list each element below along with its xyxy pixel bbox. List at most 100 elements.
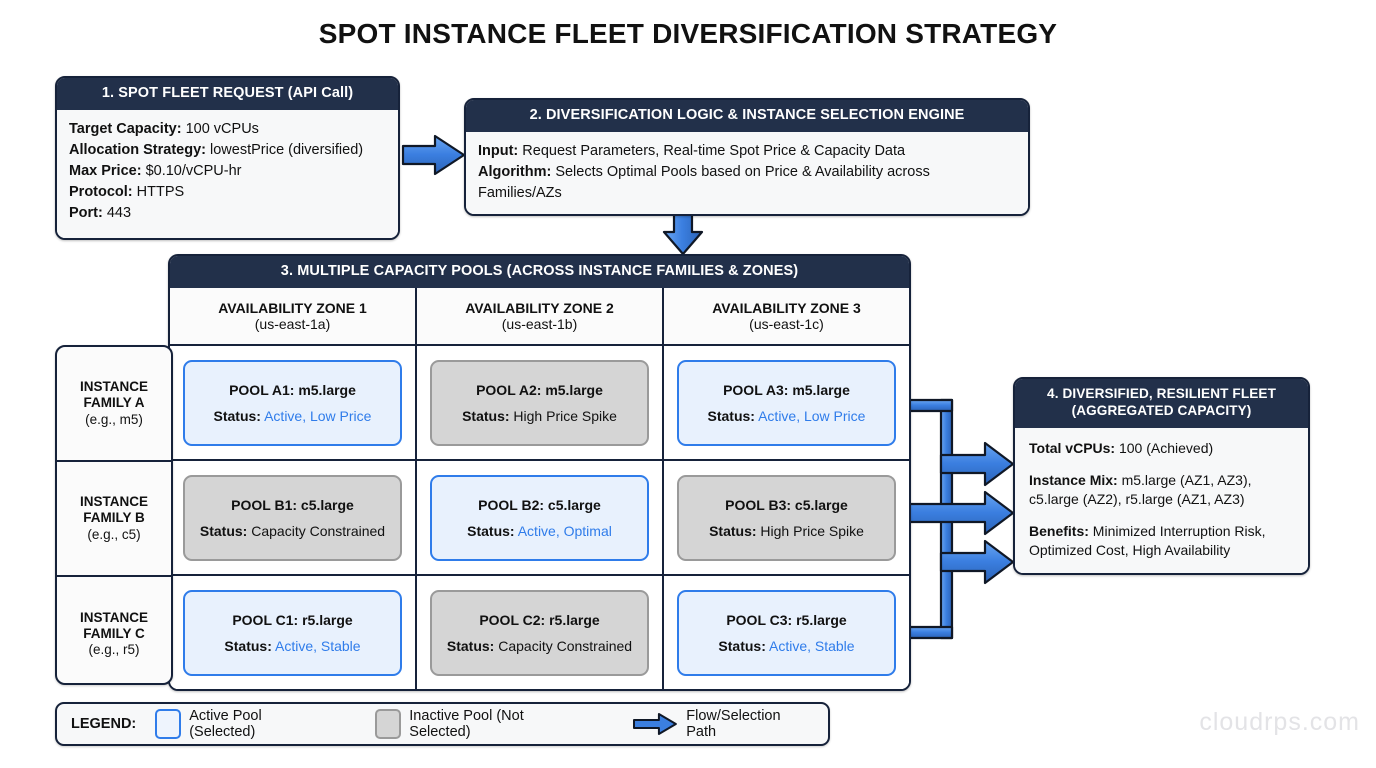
family-example: (e.g., r5) (88, 642, 140, 658)
pool-status: Status: Active, Stable (718, 638, 854, 654)
az-region: (us-east-1b) (501, 316, 578, 333)
diversified-fleet-header: 4. DIVERSIFIED, RESILIENT FLEET (AGGREGA… (1015, 379, 1308, 428)
status-value: High Price Spike (756, 522, 864, 539)
pool-cell: POOL B3: c5.large Status: High Price Spi… (664, 461, 909, 577)
status-label: Status: (467, 522, 515, 539)
family-line1: INSTANCE (79, 494, 148, 510)
capacity-pools-grid: AVAILABILITY ZONE 1 (us-east-1a) POOL A1… (170, 288, 909, 690)
row-value: Minimized Interruption Risk, Optimized C… (1029, 522, 1266, 558)
pool-cell: POOL C3: r5.large Status: Active, Stable (664, 576, 909, 690)
status-label: Status: (199, 522, 248, 539)
engine-row: Algorithm: Selects Optimal Pools based o… (478, 162, 1016, 204)
row-value: 100 vCPUs (181, 121, 259, 138)
availability-zone-column-2: AVAILABILITY ZONE 2 (us-east-1b) POOL A2… (415, 288, 662, 690)
pool-c1[interactable]: POOL C1: r5.large Status: Active, Stable (183, 589, 402, 676)
request-row: Port: 443 (69, 203, 386, 224)
status-value: Active, Optimal (514, 522, 612, 539)
request-row: Protocol: HTTPS (69, 182, 386, 203)
status-value: Active, Low Price (260, 407, 372, 424)
diversification-engine-header: 2. DIVERSIFICATION LOGIC & INSTANCE SELE… (466, 100, 1028, 133)
pool-status: Status: High Price Spike (462, 408, 617, 424)
pool-name: POOL B3: c5.large (725, 496, 848, 513)
page-title: SPOT INSTANCE FLEET DIVERSIFICATION STRA… (318, 18, 1058, 49)
diversified-fleet-body: Total vCPUs: 100 (Achieved) Instance Mix… (1015, 427, 1308, 574)
request-row: Allocation Strategy: lowestPrice (divers… (69, 140, 386, 161)
legend-flow-label: Flow/Selection Path (686, 708, 781, 740)
instance-family-a: INSTANCE FAMILY A (e.g., m5) (57, 347, 171, 462)
pool-name: POOL A3: m5.large (723, 381, 850, 398)
status-label: Status: (213, 407, 261, 424)
fleet-header-line2: (AGGREGATED CAPACITY) (1071, 402, 1252, 418)
pool-b2[interactable]: POOL B2: c5.large Status: Active, Optima… (430, 474, 649, 561)
status-value: High Price Spike (509, 407, 617, 424)
pool-cell: POOL A3: m5.large Status: Active, Low Pr… (664, 346, 909, 462)
inactive-pool-swatch-icon (375, 709, 402, 739)
fleet-row: Total vCPUs: 100 (Achieved) (1029, 439, 1294, 458)
pool-name: POOL B1: c5.large (231, 496, 354, 513)
flow-arrow-icon (633, 713, 678, 735)
diversification-engine-body: Input: Request Parameters, Real-time Spo… (466, 132, 1028, 215)
pool-cell: POOL A1: m5.large Status: Active, Low Pr… (170, 346, 415, 462)
family-example: (e.g., c5) (87, 526, 141, 542)
row-label: Protocol: (69, 184, 133, 201)
row-label: Total vCPUs: (1029, 439, 1116, 456)
family-line2: FAMILY A (83, 395, 145, 411)
family-example: (e.g., m5) (85, 411, 143, 427)
family-line2: FAMILY B (83, 510, 145, 526)
status-label: Status: (446, 637, 495, 654)
arrow-pools-to-fleet (896, 398, 1015, 640)
status-label: Status: (707, 407, 755, 424)
row-label: Instance Mix: (1029, 471, 1118, 488)
pool-cell: POOL C1: r5.large Status: Active, Stable (170, 576, 415, 690)
legend: LEGEND: Active Pool (Selected) Inactive … (55, 702, 830, 746)
legend-flow-path: Flow/Selection Path (632, 708, 814, 740)
status-value: Capacity Constrained (494, 637, 633, 654)
pool-c2[interactable]: POOL C2: r5.large Status: Capacity Const… (430, 589, 649, 676)
az-region: (us-east-1a) (254, 316, 331, 333)
row-value: HTTPS (132, 184, 185, 201)
row-value: 100 (Achieved) (1115, 439, 1214, 456)
az-name: AVAILABILITY ZONE 2 (465, 299, 614, 316)
legend-active-label: Active Pool (Selected) (189, 708, 262, 740)
pool-cell: POOL C2: r5.large Status: Capacity Const… (417, 576, 662, 690)
status-value: Active, Low Price (754, 407, 866, 424)
az-name: AVAILABILITY ZONE 3 (712, 299, 861, 316)
pool-status: Status: Capacity Constrained (447, 638, 632, 654)
pool-cell: POOL B1: c5.large Status: Capacity Const… (170, 461, 415, 577)
spot-fleet-request-header: 1. SPOT FLEET REQUEST (API Call) (57, 78, 398, 111)
row-label: Target Capacity: (69, 121, 182, 138)
row-label: Benefits: (1029, 522, 1089, 539)
engine-row: Input: Request Parameters, Real-time Spo… (478, 141, 1016, 162)
pool-status: Status: Active, Low Price (214, 408, 372, 424)
pool-a2[interactable]: POOL A2: m5.large Status: High Price Spi… (430, 359, 649, 446)
row-value: $0.10/vCPU-hr (141, 163, 242, 180)
row-value: Request Parameters, Real-time Spot Price… (518, 143, 906, 160)
row-label: Algorithm: (478, 164, 552, 181)
row-label: Input: (478, 143, 519, 160)
family-line1: INSTANCE (79, 609, 148, 625)
pool-name: POOL C3: r5.large (726, 611, 847, 628)
pool-name: POOL A2: m5.large (476, 381, 603, 398)
pool-c3[interactable]: POOL C3: r5.large Status: Active, Stable (677, 589, 896, 676)
status-label: Status: (224, 637, 272, 654)
pool-cell: POOL A2: m5.large Status: High Price Spi… (417, 346, 662, 462)
availability-zone-column-3: AVAILABILITY ZONE 3 (us-east-1c) POOL A3… (662, 288, 909, 690)
spot-fleet-request-body: Target Capacity: 100 vCPUs Allocation St… (57, 110, 398, 239)
pool-b3[interactable]: POOL B3: c5.large Status: High Price Spi… (677, 474, 896, 561)
pool-a1[interactable]: POOL A1: m5.large Status: Active, Low Pr… (183, 359, 402, 446)
pool-name: POOL C1: r5.large (232, 611, 353, 628)
pool-name: POOL C2: r5.large (479, 611, 600, 628)
az-header-1: AVAILABILITY ZONE 1 (us-east-1a) (170, 288, 415, 347)
status-label: Status: (718, 637, 766, 654)
request-row: Max Price: $0.10/vCPU-hr (69, 161, 386, 182)
row-value: Selects Optimal Pools based on Price & A… (478, 164, 930, 202)
legend-active-pool: Active Pool (Selected) (155, 708, 331, 740)
pool-a3[interactable]: POOL A3: m5.large Status: Active, Low Pr… (677, 359, 896, 446)
row-value: lowestPrice (diversified) (205, 142, 364, 159)
row-label: Allocation Strategy: (69, 142, 206, 159)
fleet-row: Instance Mix: m5.large (AZ1, AZ3), c5.la… (1029, 471, 1294, 509)
pool-b1[interactable]: POOL B1: c5.large Status: Capacity Const… (183, 474, 402, 561)
az-name: AVAILABILITY ZONE 1 (218, 299, 367, 316)
az-header-2: AVAILABILITY ZONE 2 (us-east-1b) (417, 288, 662, 347)
